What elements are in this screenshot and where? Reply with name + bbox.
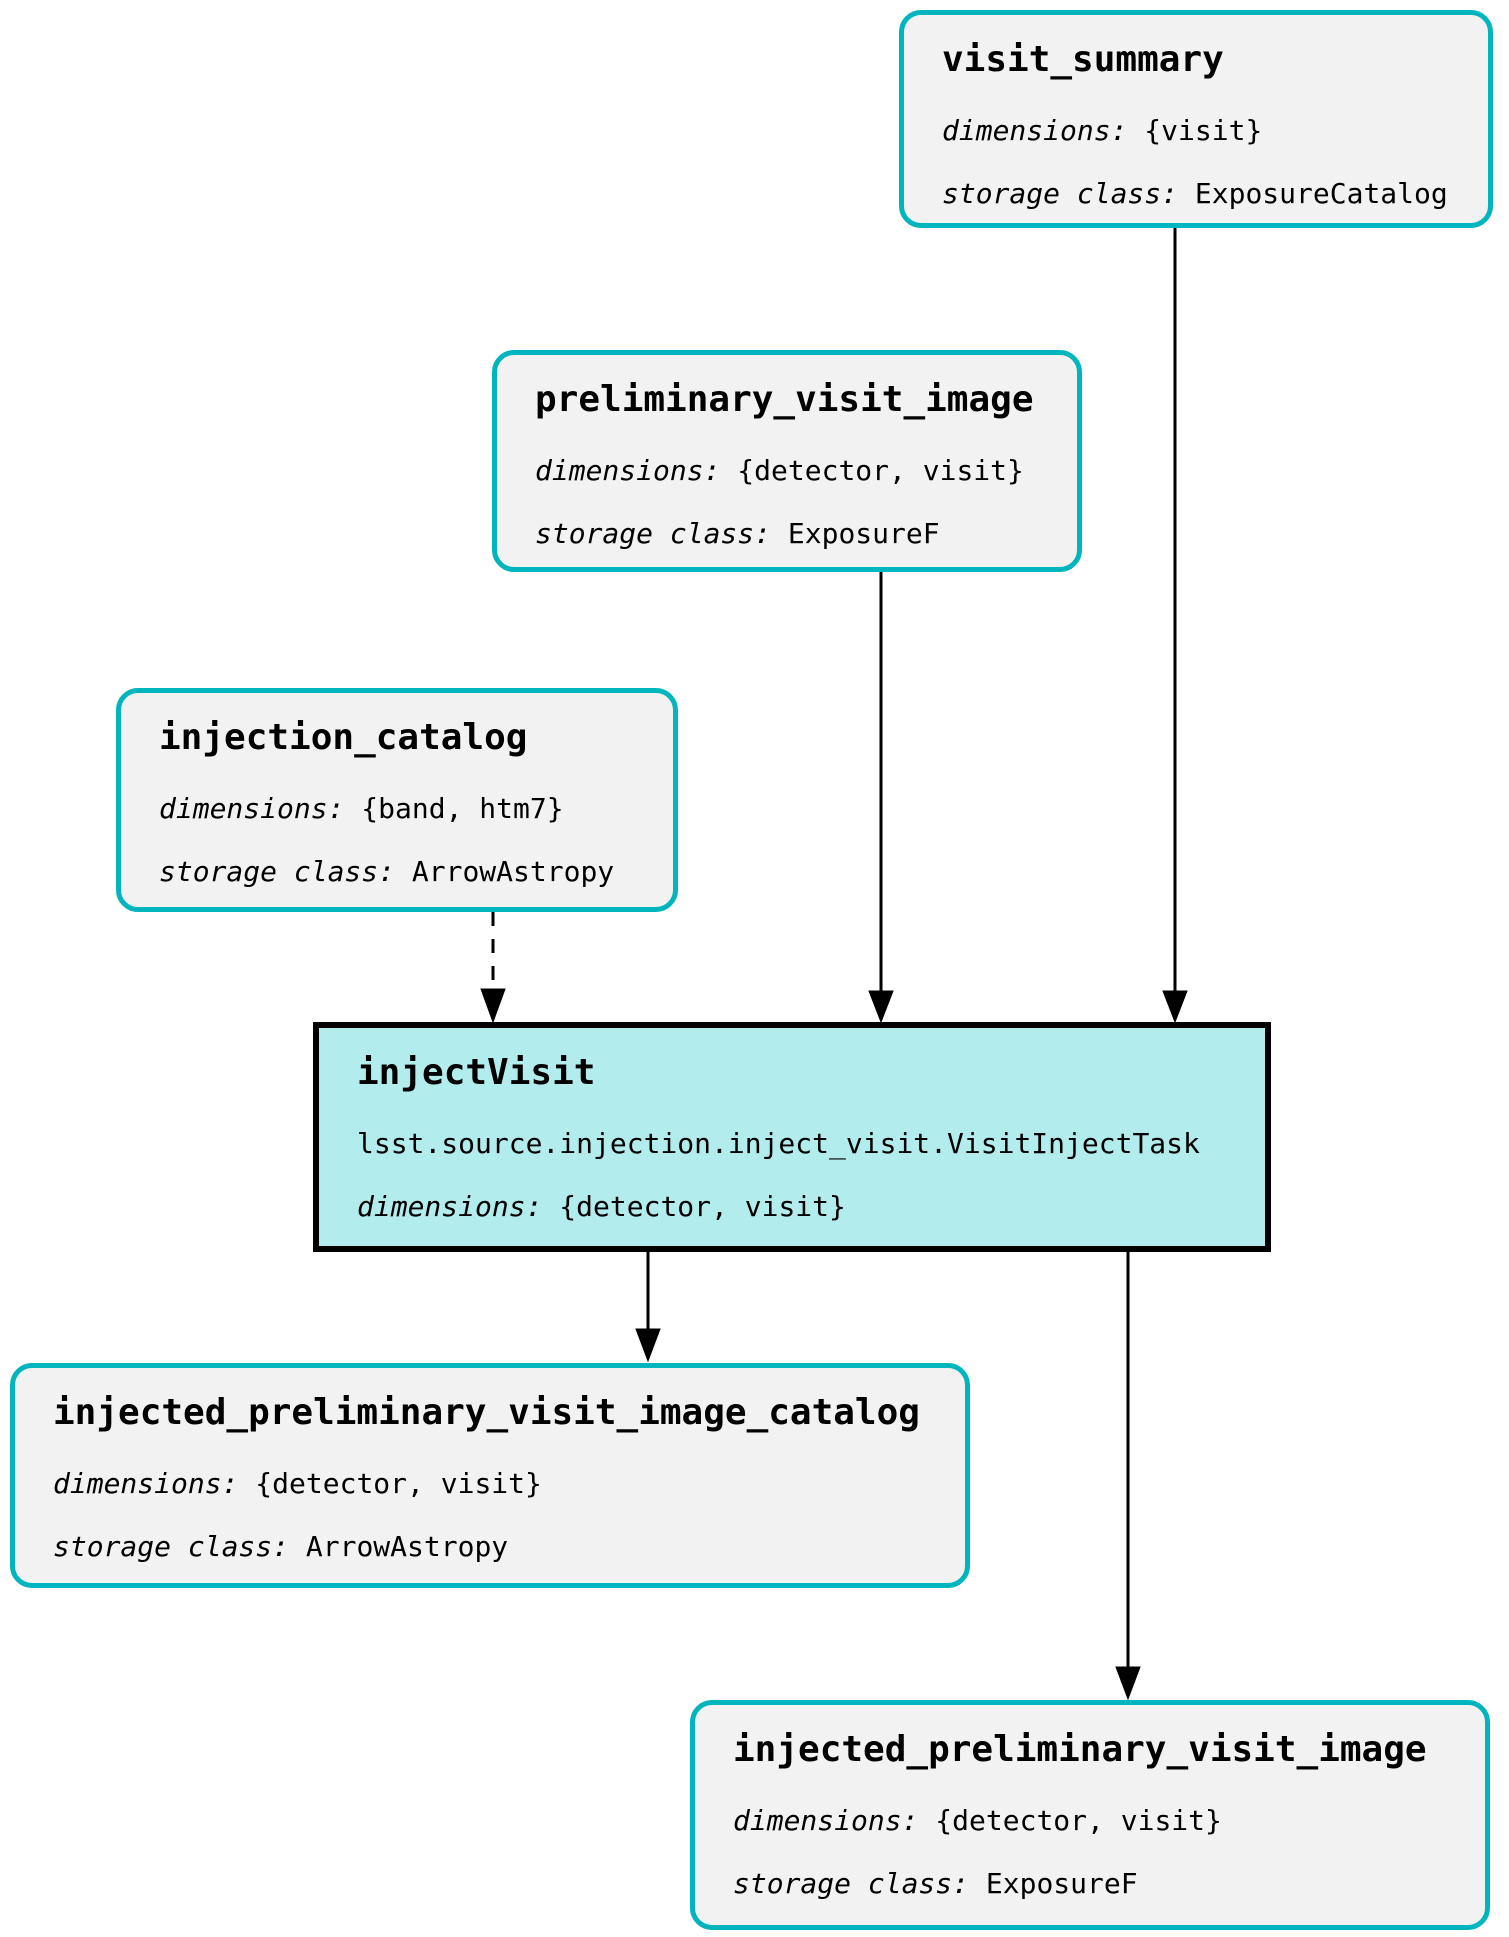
edge-injection-catalog-to-injectvisit: [480, 912, 506, 1024]
edge-visit-summary-to-injectvisit: [1162, 228, 1188, 1024]
dataset-title: preliminary_visit_image: [535, 379, 1034, 420]
dataset-dimensions-line: dimensions: {detector, visit}: [733, 1806, 1447, 1836]
dimensions-value: {visit}: [1144, 114, 1263, 147]
dimensions-label: dimensions:: [942, 114, 1128, 147]
storage-class-label: storage class:: [53, 1530, 290, 1563]
task-class-value: lsst.source.injection.inject_visit.Visit…: [357, 1127, 1200, 1160]
storage-class-value: ExposureF: [985, 1867, 1138, 1900]
storage-class-value: ArrowAstropy: [411, 855, 615, 888]
edge-injectvisit-to-injected-image: [1115, 1252, 1141, 1701]
task-class-path: lsst.source.injection.inject_visit.Visit…: [357, 1129, 1227, 1159]
dataset-node-preliminary-visit-image: preliminary_visit_image dimensions: {det…: [492, 350, 1082, 572]
dataset-node-injected-preliminary-visit-image: injected_preliminary_visit_image dimensi…: [690, 1700, 1490, 1930]
task-dimensions-line: dimensions: {detector, visit}: [357, 1192, 1227, 1222]
dataset-node-injected-preliminary-visit-image-catalog: injected_preliminary_visit_image_catalog…: [10, 1363, 970, 1588]
dataset-title: injected_preliminary_visit_image_catalog: [53, 1392, 920, 1433]
dimensions-value: {band, htm7}: [361, 792, 564, 825]
storage-class-label: storage class:: [942, 177, 1179, 210]
dataset-dimensions-line: dimensions: {visit}: [942, 116, 1450, 146]
dimensions-value: {detector, visit}: [559, 1190, 846, 1223]
dimensions-value: {detector, visit}: [935, 1804, 1222, 1837]
dimensions-label: dimensions:: [357, 1190, 543, 1223]
dimensions-label: dimensions:: [733, 1804, 919, 1837]
dataset-storage-line: storage class: ArrowAstropy: [159, 857, 635, 887]
dataset-storage-line: storage class: ExposureCatalog: [942, 179, 1450, 209]
dataset-dimensions-line: dimensions: {detector, visit}: [535, 456, 1039, 486]
dataset-storage-line: storage class: ExposureF: [535, 519, 1039, 549]
edge-injectvisit-to-injected-catalog: [635, 1252, 661, 1363]
dataset-storage-line: storage class: ArrowAstropy: [53, 1532, 927, 1562]
dataset-title: visit_summary: [942, 39, 1224, 80]
dataset-dimensions-line: dimensions: {band, htm7}: [159, 794, 635, 824]
dataset-title: injected_preliminary_visit_image: [733, 1729, 1427, 1770]
task-node-injectvisit: injectVisit lsst.source.injection.inject…: [313, 1022, 1271, 1252]
storage-class-value: ExposureCatalog: [1194, 177, 1448, 210]
storage-class-value: ExposureF: [787, 517, 940, 550]
dimensions-value: {detector, visit}: [737, 454, 1024, 487]
storage-class-label: storage class:: [159, 855, 396, 888]
dataset-storage-line: storage class: ExposureF: [733, 1869, 1447, 1899]
task-title: injectVisit: [357, 1052, 596, 1093]
dimensions-label: dimensions:: [159, 792, 345, 825]
dataset-dimensions-line: dimensions: {detector, visit}: [53, 1469, 927, 1499]
storage-class-label: storage class:: [535, 517, 772, 550]
storage-class-label: storage class:: [733, 1867, 970, 1900]
dimensions-label: dimensions:: [53, 1467, 239, 1500]
storage-class-value: ArrowAstropy: [305, 1530, 509, 1563]
dataset-node-visit-summary: visit_summary dimensions: {visit} storag…: [899, 10, 1493, 228]
dataset-title: injection_catalog: [159, 717, 528, 758]
dimensions-value: {detector, visit}: [255, 1467, 542, 1500]
dataset-node-injection-catalog: injection_catalog dimensions: {band, htm…: [116, 688, 678, 912]
dimensions-label: dimensions:: [535, 454, 721, 487]
edge-preliminary-visit-image-to-injectvisit: [868, 572, 894, 1024]
